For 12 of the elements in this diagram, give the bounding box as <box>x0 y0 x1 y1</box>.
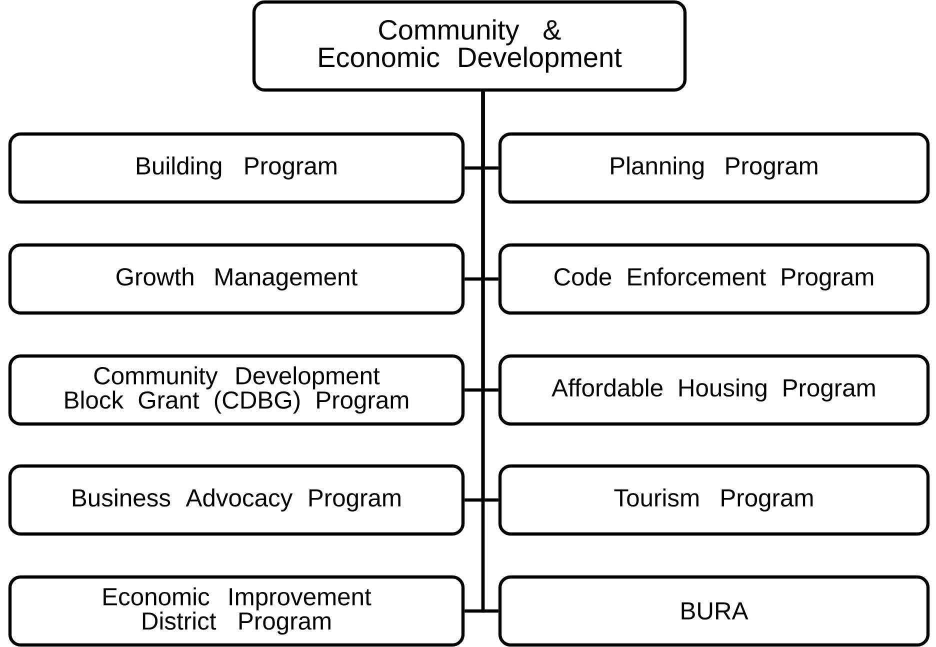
program-box: BURA <box>498 575 930 647</box>
program-box: Planning Program <box>498 132 930 204</box>
program-box: Economic Improvement District Program <box>8 575 465 647</box>
program-box: Community Development Block Grant (CDBG) Program <box>8 354 465 426</box>
program-box: Tourism Program <box>498 464 930 536</box>
title-box: Community & Economic Development <box>252 0 687 92</box>
program-box: Business Advocacy Program <box>8 464 465 536</box>
program-box: Growth Management <box>8 243 465 315</box>
program-box: Code Enforcement Program <box>498 243 930 315</box>
program-box: Building Program <box>8 132 465 204</box>
program-box: Affordable Housing Program <box>498 354 930 426</box>
connector-line <box>481 92 498 613</box>
